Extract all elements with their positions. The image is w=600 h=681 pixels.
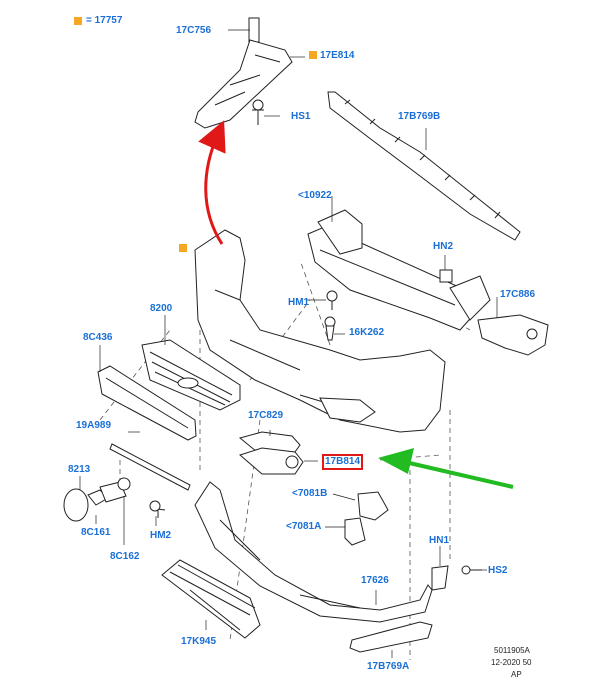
callout-HN1: HN1: [429, 535, 450, 546]
grille-frame-part: [97, 365, 197, 441]
callout-16K262: 16K262: [349, 327, 385, 338]
leader-lines: [79, 29, 498, 658]
marker-bumper: [179, 244, 187, 252]
callout-17C886: 17C886: [500, 289, 536, 300]
bumper-cover-part: [194, 229, 446, 433]
callout-10922: <10922: [298, 190, 332, 201]
callout-8200: 8200: [150, 303, 173, 314]
callout-8C161: 8C161: [81, 527, 111, 538]
callout-8C436: 8C436: [83, 332, 113, 343]
callout-17C829: 17C829: [248, 410, 284, 421]
lower-mesh-part: [161, 559, 261, 639]
callout-HS2: HS2: [488, 565, 508, 576]
callout-19A989: 19A989: [76, 420, 112, 431]
callout-17B769B: 17B769B: [398, 111, 441, 122]
fastener-parts: [324, 269, 453, 341]
trim-strip-part: [109, 443, 191, 491]
lower-valance-part: [194, 481, 433, 623]
callout-HM1: HM1: [288, 297, 310, 308]
emblem-parts: [63, 477, 166, 522]
callout-HS1: HS1: [291, 111, 311, 122]
footer-line-2: 12-2020 50: [491, 658, 532, 667]
side-bracket-part: [477, 314, 549, 356]
grille-part: [141, 339, 241, 411]
upper-bracket-part: [194, 17, 293, 129]
callout-7081B: <7081B: [292, 488, 328, 499]
callout-8213: 8213: [68, 464, 91, 475]
callout-17626: 17626: [361, 575, 389, 586]
callout-17C756: 17C756: [176, 25, 212, 36]
footer-line-1: 5011905A: [494, 646, 530, 655]
callout-HM2: HM2: [150, 530, 172, 541]
callout-17B814: 17B814: [322, 454, 364, 470]
pointer-arrow: [378, 448, 514, 489]
link-arrow: [198, 120, 226, 245]
lamp-bezel-parts: [238, 431, 304, 475]
bracket-small-parts: [344, 491, 389, 546]
legend-text: = 17757: [86, 15, 123, 26]
absorber-upper-part: [327, 91, 521, 241]
reinforcement-beam-part: [307, 209, 491, 331]
callout-7081A: <7081A: [286, 521, 322, 532]
absorber-lower-part: [349, 621, 433, 653]
callout-8C162: 8C162: [110, 551, 140, 562]
footer-line-3: AP: [511, 670, 522, 679]
legend-marker: [74, 17, 82, 25]
marker-17E814: [309, 51, 317, 59]
lower-fasteners: [431, 565, 482, 591]
callout-17B769A: 17B769A: [367, 661, 410, 672]
callout-HN2: HN2: [433, 241, 454, 252]
callout-17K945: 17K945: [181, 636, 217, 647]
callout-17E814: 17E814: [320, 50, 355, 61]
